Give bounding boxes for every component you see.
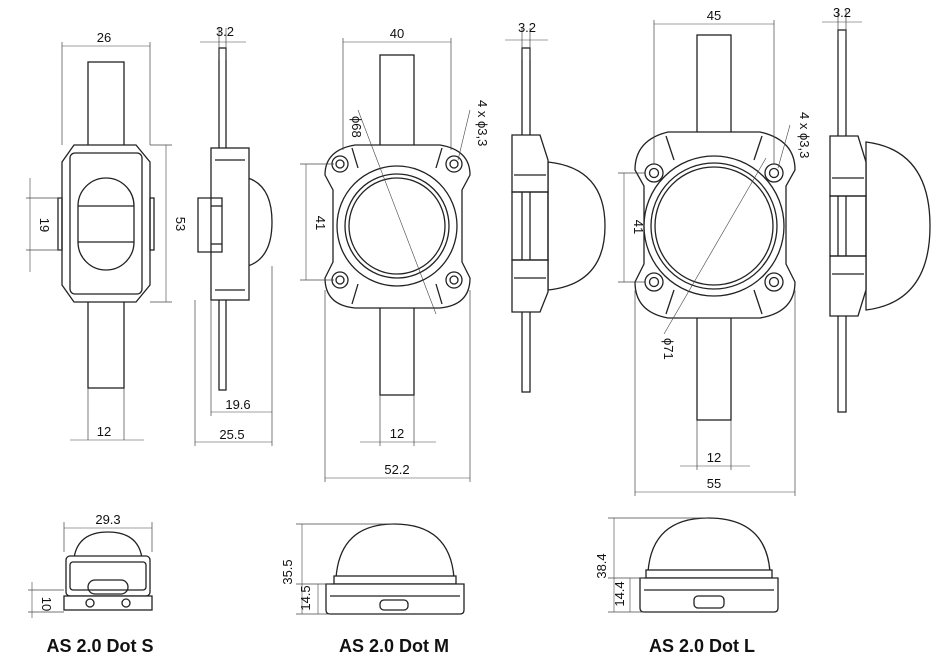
dim-s-side-cable: 3.2 xyxy=(216,24,234,39)
dim-l-side-cable: 3.2 xyxy=(833,5,851,20)
dot-m-top-view xyxy=(324,54,471,396)
dim-s-width: 26 xyxy=(97,30,111,45)
dim-s-front-width: 29.3 xyxy=(95,512,120,527)
dot-m-front-view xyxy=(325,523,465,615)
dot-m-top-dims xyxy=(300,38,471,482)
dot-s-front-view xyxy=(63,531,153,611)
dot-l-front-view xyxy=(639,517,779,613)
dim-m-width: 40 xyxy=(390,26,404,41)
dot-s-top-dims xyxy=(26,42,172,441)
dot-l-top-dims xyxy=(618,20,796,496)
dim-s-inner: 19 xyxy=(37,218,52,232)
dim-l-front-height: 38.4 xyxy=(594,553,609,578)
dim-m-front-height: 35.5 xyxy=(280,559,295,584)
dot-s-side-dims xyxy=(194,28,273,446)
dot-m-side-dims xyxy=(505,28,548,60)
dim-m-front-base: 14.5 xyxy=(298,585,313,610)
dim-l-holes: 4 x ϕ3,3 xyxy=(797,112,812,158)
dim-m-inner: 41 xyxy=(313,216,328,230)
dot-l-front-dims xyxy=(608,517,708,613)
dim-s-height: 53 xyxy=(173,217,188,231)
dim-s-cable: 12 xyxy=(97,424,111,439)
dim-l-inner: 41 xyxy=(631,220,646,234)
dot-l-side-view xyxy=(829,29,931,413)
dim-m-side-cable: 3.2 xyxy=(518,20,536,35)
dot-m-side-view xyxy=(511,47,606,393)
dim-m-holes: 4 x ϕ3,3 xyxy=(475,100,490,146)
dot-s-side-view xyxy=(197,47,273,391)
caption-dot-s: AS 2.0 Dot S xyxy=(46,636,153,656)
dim-l-cable: 12 xyxy=(707,450,721,465)
caption-dot-m: AS 2.0 Dot M xyxy=(339,636,449,656)
dim-s-front-height: 10 xyxy=(39,597,54,611)
dim-l-front-base: 14.4 xyxy=(612,581,627,606)
dim-s-side-body: 19.6 xyxy=(225,397,250,412)
dim-l-total: 55 xyxy=(707,476,721,491)
dim-l-diameter: ϕ71 xyxy=(661,338,676,360)
dim-s-side-total: 25.5 xyxy=(219,427,244,442)
dot-m-front-dims xyxy=(296,523,394,615)
dim-m-diameter: ϕ68 xyxy=(349,116,364,138)
dot-s-front-dims xyxy=(28,522,153,618)
caption-dot-l: AS 2.0 Dot L xyxy=(649,636,755,656)
dim-l-width: 45 xyxy=(707,8,721,23)
dot-s-top-view xyxy=(57,61,155,389)
dot-l-side-dims xyxy=(822,10,862,40)
dim-m-total: 52.2 xyxy=(384,462,409,477)
dot-l-top-view xyxy=(634,34,796,421)
dim-m-cable: 12 xyxy=(390,426,404,441)
